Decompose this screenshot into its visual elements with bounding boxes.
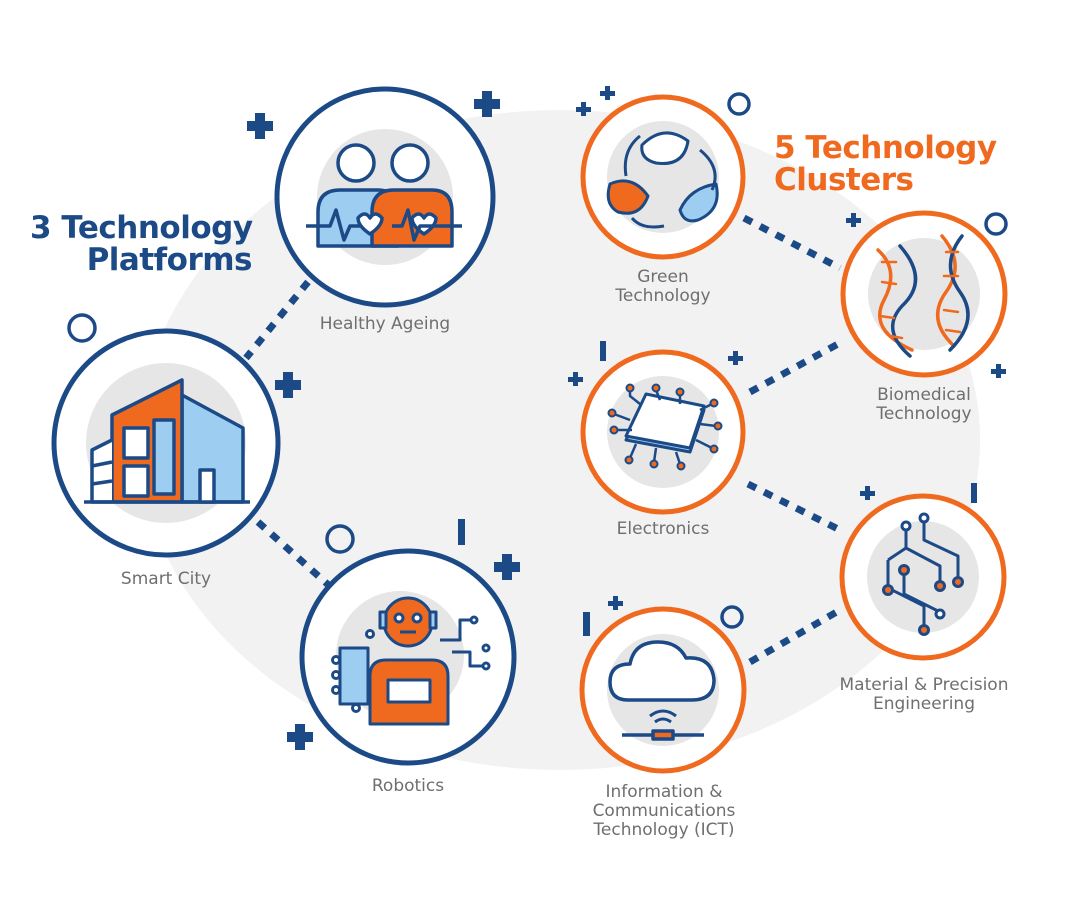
label-line: Information &	[605, 782, 723, 802]
circuit-nodes-icon	[882, 512, 964, 636]
label-line: Engineering	[873, 694, 975, 714]
bar-mark	[458, 519, 465, 545]
label-robotics: Robotics	[318, 777, 498, 796]
label-line: Smart City	[120, 569, 212, 589]
platform-robotics	[299, 548, 517, 766]
couple-heart-icon	[306, 143, 462, 248]
leaves-cycle-icon	[606, 131, 719, 229]
plus-icon	[608, 596, 623, 610]
platforms-heading: 3 Technology Platforms	[30, 210, 253, 278]
plus-icon	[474, 91, 500, 117]
microchip-icon	[607, 383, 723, 471]
platform-smart-city	[51, 328, 281, 558]
platform-healthy-ageing	[274, 86, 496, 308]
label-line: Biomedical	[877, 385, 971, 405]
label-electronics: Electronics	[573, 520, 753, 539]
cluster-green-technology	[580, 94, 746, 260]
cluster-electronics	[580, 349, 746, 515]
cluster-biomedical-technology	[840, 210, 1008, 378]
plus-icon	[287, 724, 313, 750]
label-line: Healthy Ageing	[319, 314, 451, 334]
connector-green-bio	[742, 214, 842, 272]
decorations	[67, 86, 1008, 750]
plus-icon	[991, 364, 1006, 378]
building-icon	[84, 378, 250, 504]
bar-mark	[583, 612, 590, 636]
label-healthy-ageing: Healthy Ageing	[295, 315, 475, 334]
label-line: Technology (ICT)	[593, 820, 735, 840]
ring-mark	[720, 605, 744, 629]
plus-icon	[728, 351, 743, 365]
plus-icon	[576, 102, 591, 116]
plus-icon	[568, 372, 583, 386]
label-ict: Information & Communications Technology …	[558, 783, 770, 840]
label-line: Robotics	[371, 776, 445, 796]
dna-icon	[876, 234, 970, 358]
ring-mark	[727, 92, 751, 116]
label-material-precision-engineering: Material & Precision Engineering	[818, 676, 1030, 714]
icon-backdrop	[867, 521, 979, 633]
cloud-network-icon	[608, 640, 716, 741]
label-line: Technology	[876, 404, 972, 424]
plus-icon	[860, 486, 875, 500]
ring-mark	[325, 524, 355, 554]
heading-line: 5 Technology	[774, 130, 997, 166]
label-line: Communications	[592, 801, 736, 821]
label-green-technology: Green Technology	[573, 268, 753, 306]
label-line: Technology	[615, 286, 711, 306]
bar-mark	[600, 341, 606, 361]
plus-icon	[494, 554, 520, 580]
plus-icon	[846, 213, 861, 227]
robot-icon	[331, 596, 491, 726]
bar-mark	[971, 483, 977, 503]
label-line: Green	[637, 267, 689, 287]
connectors	[243, 214, 842, 666]
cluster-material-precision-engineering	[839, 493, 1007, 661]
ring-mark	[984, 212, 1008, 236]
cluster-ict	[579, 606, 747, 774]
label-biomedical-technology: Biomedical Technology	[834, 386, 1014, 424]
heading-line: 3 Technology	[30, 210, 253, 246]
label-line: Material & Precision	[839, 675, 1009, 695]
label-smart-city: Smart City	[76, 570, 256, 589]
plus-icon	[600, 86, 615, 100]
plus-icon	[275, 372, 301, 398]
plus-icon	[247, 113, 273, 139]
clusters-heading: 5 Technology Clusters	[774, 132, 1054, 196]
label-line: Electronics	[616, 519, 710, 539]
heading-line: Clusters	[774, 162, 914, 198]
ring-mark	[67, 313, 97, 343]
heading-line: Platforms	[86, 242, 253, 278]
